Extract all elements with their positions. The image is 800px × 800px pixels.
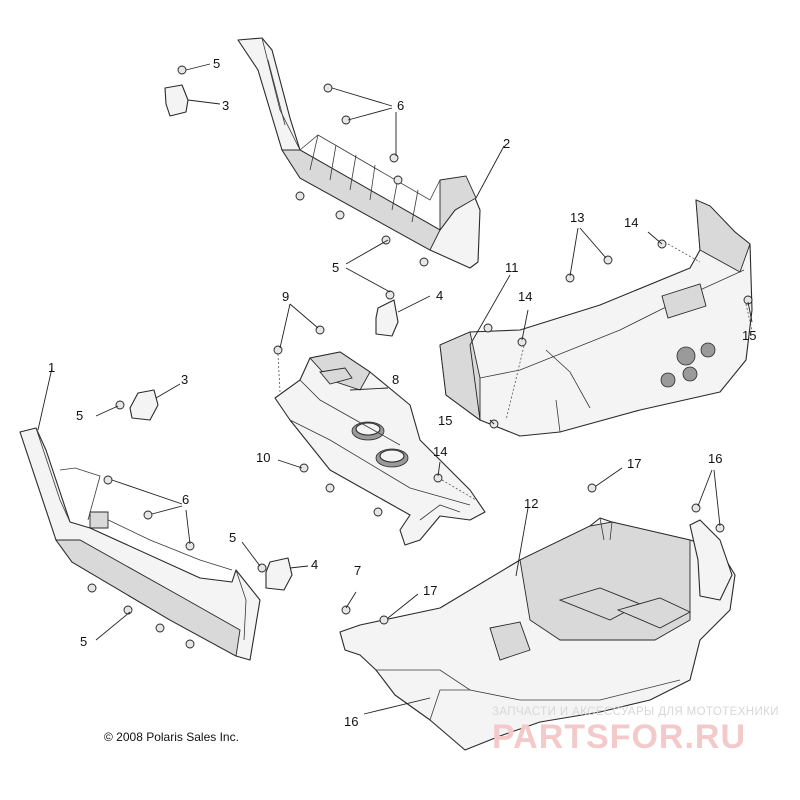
callout-16b: 16: [344, 714, 358, 729]
leader-lines: [37, 63, 753, 715]
callout-8: 8: [392, 372, 399, 387]
callout-17a: 17: [627, 456, 641, 471]
callout-4b: 4: [311, 557, 318, 572]
callout-15b: 15: [438, 413, 452, 428]
callout-5e: 5: [80, 634, 87, 649]
part-3-bracket-lower: [129, 389, 159, 421]
callout-5c: 5: [76, 408, 83, 423]
callout-12: 12: [524, 496, 538, 511]
callout-14c: 14: [433, 444, 447, 459]
part-4-bracket-upper: [375, 299, 399, 337]
callout-9: 9: [282, 289, 289, 304]
part-2-upper-rocker-panel: [237, 37, 481, 269]
callout-5a: 5: [213, 56, 220, 71]
part-16-bracket: [689, 519, 733, 601]
callout-5d: 5: [229, 530, 236, 545]
callout-3a: 3: [222, 98, 229, 113]
part-3-bracket-upper: [164, 84, 189, 117]
part-1-lower-rocker-panel: [19, 427, 261, 661]
callout-10: 10: [256, 450, 270, 465]
fasteners: [87, 65, 753, 649]
callout-17b: 17: [423, 583, 437, 598]
part-12-floor-pan: [339, 517, 736, 751]
callout-3b: 3: [181, 372, 188, 387]
callout-6b: 6: [182, 492, 189, 507]
callout-6a: 6: [397, 98, 404, 113]
callout-4a: 4: [436, 288, 443, 303]
callout-13: 13: [570, 210, 584, 225]
callout-15a: 15: [742, 328, 756, 343]
alignment-lines: [277, 243, 753, 501]
callout-2: 2: [503, 136, 510, 151]
callout-5b: 5: [332, 260, 339, 275]
callout-16a: 16: [708, 451, 722, 466]
callout-14b: 14: [518, 289, 532, 304]
watermark-tagline: ЗАПЧАСТИ И АКСЕССУАРЫ ДЛЯ МОТОТЕХНИКИ: [492, 706, 779, 718]
watermark-logo: PARTSFOR.RU: [492, 718, 747, 756]
callout-7: 7: [354, 563, 361, 578]
part-11-rear-bulkhead: [439, 199, 753, 437]
callout-11: 11: [505, 260, 519, 275]
copyright-notice: © 2008 Polaris Sales Inc.: [104, 730, 239, 744]
callout-14a: 14: [624, 215, 638, 230]
part-8-center-console: [274, 351, 486, 546]
part-4-bracket-lower: [265, 557, 293, 591]
callout-1: 1: [48, 360, 55, 375]
